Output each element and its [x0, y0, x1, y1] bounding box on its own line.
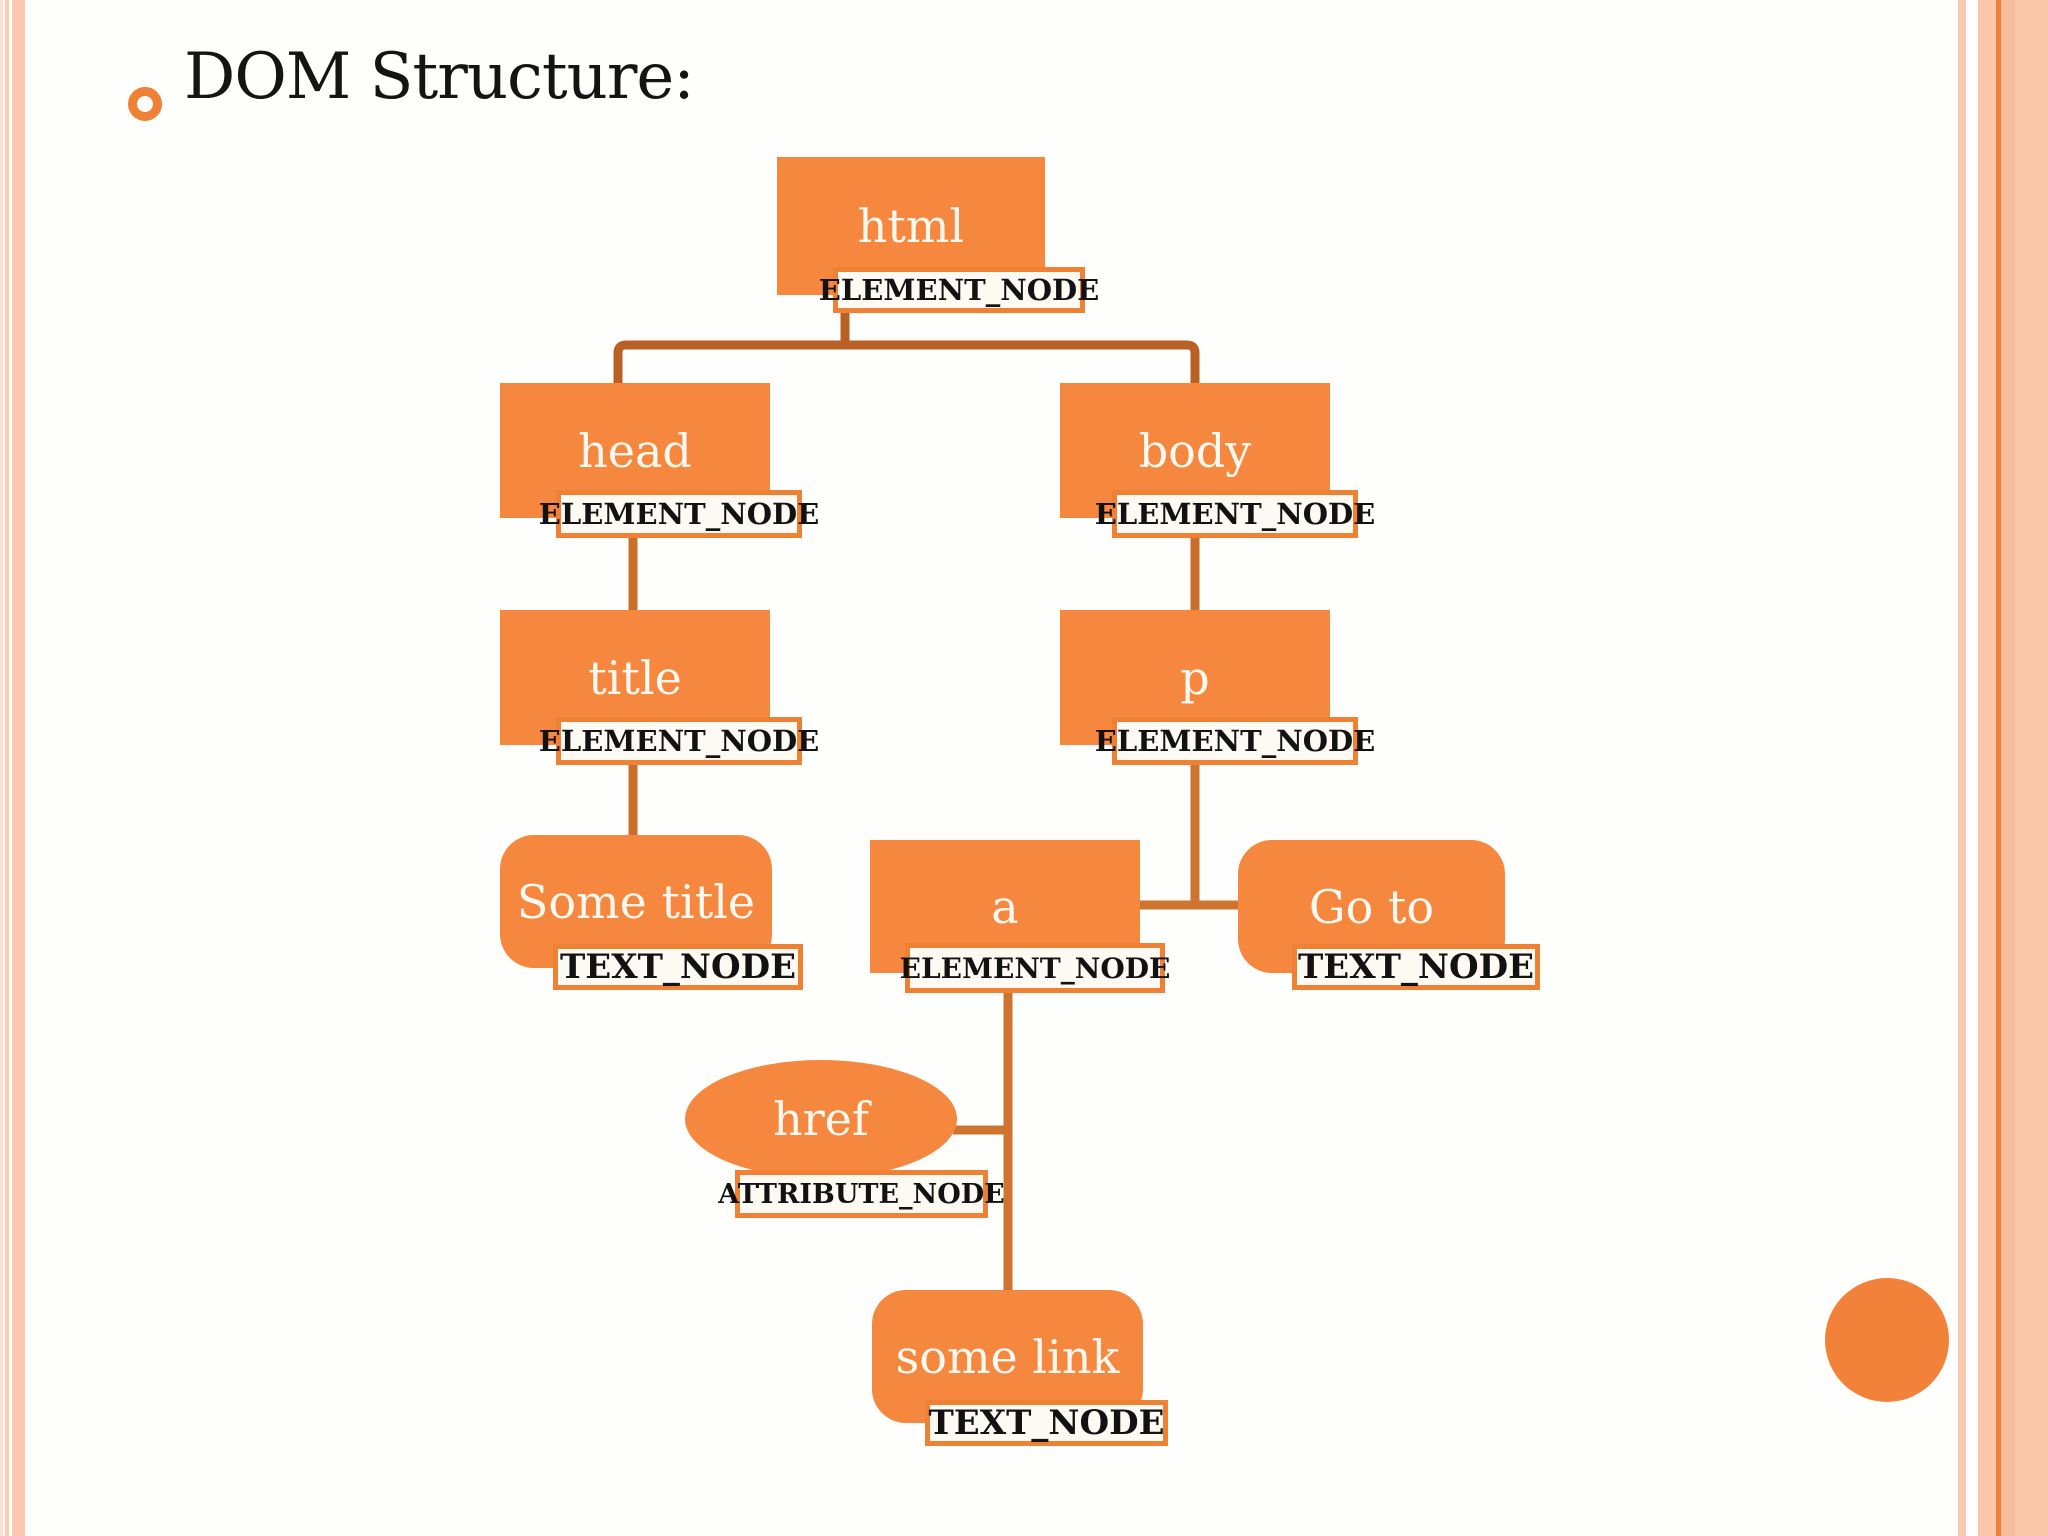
- node-go-to-type-badge: TEXT_NODE: [1292, 944, 1540, 990]
- node-html-type-badge: ELEMENT_NODE: [819, 267, 1099, 313]
- right-border-stripe-1: [1958, 0, 1966, 1536]
- node-go-to-label: Go to: [1308, 879, 1435, 934]
- node-p-type-badge: ELEMENT_NODE: [1095, 717, 1375, 765]
- left-border-stripe-1: [0, 0, 3, 1536]
- node-title-type-badge: ELEMENT_NODE: [539, 717, 819, 765]
- node-head: head: [500, 383, 770, 518]
- node-href: href: [685, 1060, 957, 1178]
- node-href-label: href: [773, 1092, 869, 1146]
- node-title-label: title: [588, 650, 682, 705]
- node-a-label: a: [991, 879, 1019, 934]
- page-title: DOM Structure:: [184, 40, 695, 114]
- node-head-type-badge: ELEMENT_NODE: [539, 490, 819, 538]
- node-body-label: body: [1138, 423, 1252, 478]
- node-head-label: head: [578, 423, 692, 478]
- node-some-link-label: some link: [895, 1329, 1120, 1384]
- node-p-label: p: [1180, 650, 1210, 705]
- left-border-stripe-2: [5, 0, 9, 1536]
- right-border-stripe-3: [2001, 0, 2015, 1536]
- node-a-type-badge: ELEMENT_NODE: [900, 943, 1170, 993]
- node-some-title-type-badge: TEXT_NODE: [553, 944, 803, 990]
- node-some-title-label: Some title: [516, 874, 756, 929]
- node-html-label: html: [857, 199, 965, 253]
- decorative-circle: [1825, 1278, 1949, 1402]
- right-border-accent-line: [1996, 0, 2001, 1536]
- connector-html-children: [613, 340, 1200, 383]
- node-href-type-badge: ATTRIBUTE_NODE: [718, 1170, 1005, 1218]
- node-some-link-type-badge: TEXT_NODE: [925, 1400, 1168, 1446]
- left-border-stripe-3: [12, 0, 25, 1536]
- bullet-ring-icon: [128, 87, 162, 121]
- node-body-type-badge: ELEMENT_NODE: [1095, 490, 1375, 538]
